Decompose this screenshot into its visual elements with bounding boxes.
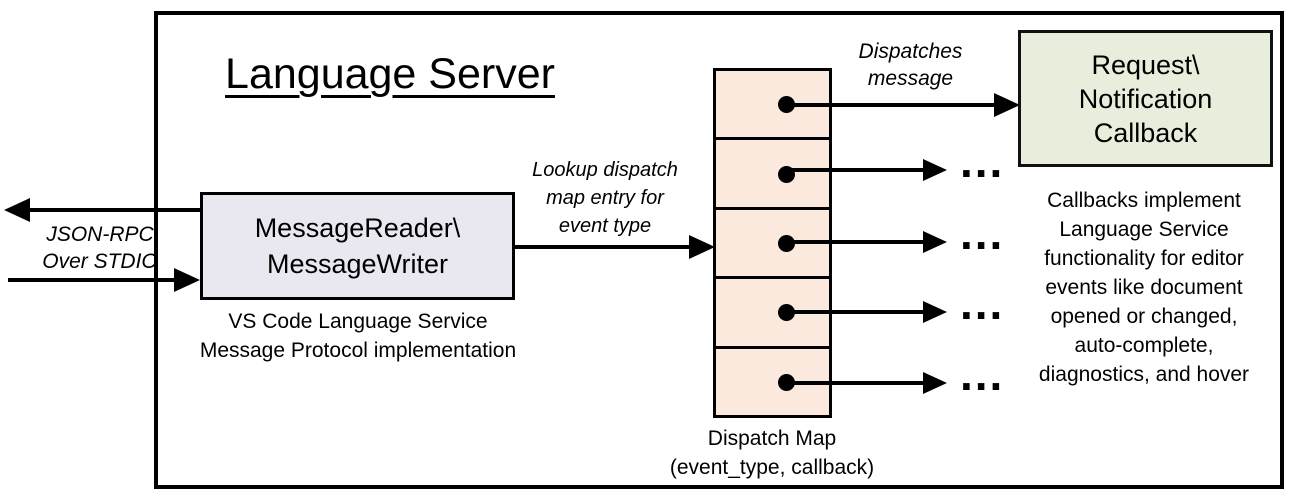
dispatch-cell <box>716 210 829 280</box>
message-box-caption-line: VS Code Language Service <box>228 310 488 333</box>
dispatch-map-caption-line: (event_type, callback) <box>669 456 875 479</box>
arrowhead-right-icon <box>923 372 947 394</box>
lookup-arrow-line <box>513 245 691 249</box>
callback-box-line: Request\ <box>1091 49 1200 80</box>
stdio-label-line: JSON-RPC <box>46 223 154 246</box>
arrowhead-right-icon <box>689 235 715 259</box>
dispatches-message-label-line: Dispatches <box>858 40 963 63</box>
ellipsis: ... <box>960 135 1005 187</box>
dispatches-message-label-line: message <box>867 67 954 90</box>
arrowhead-right-icon <box>923 301 947 323</box>
stdio-out-arrow-line <box>28 208 200 212</box>
callback-box-line: Callback <box>1093 117 1198 148</box>
dispatch-arrow-line <box>786 103 996 107</box>
arrowhead-right-icon <box>994 93 1020 117</box>
message-box-line: MessageReader\ <box>254 213 461 243</box>
lookup-label: Lookup dispatch map entry for event type <box>505 156 705 240</box>
lookup-label-line: event type <box>558 215 652 237</box>
dispatch-arrow-line <box>786 240 925 244</box>
callbacks-note-line: Callbacks implement <box>1047 189 1241 212</box>
dispatch-cell <box>716 140 829 210</box>
request-notification-callback-box: Request\ Notification Callback <box>1018 30 1273 167</box>
stdio-label: JSON-RPC Over STDIO <box>10 221 190 275</box>
message-box-line: MessageWriter <box>266 249 449 279</box>
dispatch-arrow-line <box>786 310 925 314</box>
callbacks-note-line: events like document <box>1045 276 1243 299</box>
dispatch-map-caption-line: Dispatch Map <box>707 427 837 450</box>
callbacks-note-line: functionality for editor <box>1044 247 1244 270</box>
callbacks-note: Callbacks implement Language Service fun… <box>1000 186 1288 389</box>
arrowhead-left-icon <box>4 198 30 222</box>
message-reader-writer-box: MessageReader\ MessageWriter <box>200 192 515 300</box>
stdio-label-line: Over STDIO <box>42 250 158 273</box>
ellipsis: ... <box>960 277 1005 329</box>
ellipsis: ... <box>960 348 1005 400</box>
arrowhead-right-icon <box>923 159 947 181</box>
dispatches-message-label: Dispatches message <box>838 38 983 92</box>
lookup-label-line: map entry for <box>546 187 664 209</box>
callbacks-note-line: opened or changed, <box>1050 305 1238 328</box>
lookup-label-line: Lookup dispatch <box>532 159 678 181</box>
message-box-caption-line: Message Protocol implementation <box>199 339 517 362</box>
stdio-in-arrow-line <box>8 278 176 282</box>
arrowhead-right-icon <box>923 231 947 253</box>
callbacks-note-line: diagnostics, and hover <box>1038 363 1250 386</box>
dispatch-arrow-line <box>786 168 925 172</box>
ellipsis: ... <box>960 207 1005 259</box>
language-server-boundary-box <box>154 11 1284 489</box>
callback-box-line: Notification <box>1078 83 1213 114</box>
dispatch-arrow-line <box>786 381 925 385</box>
callbacks-note-line: auto-complete, <box>1074 334 1214 357</box>
callbacks-note-line: Language Service <box>1059 218 1229 241</box>
diagram-title: Language Server <box>225 50 555 98</box>
arrowhead-right-icon <box>174 268 200 292</box>
message-box-caption: VS Code Language Service Message Protoco… <box>172 307 544 365</box>
dispatch-map-caption: Dispatch Map (event_type, callback) <box>647 424 897 482</box>
